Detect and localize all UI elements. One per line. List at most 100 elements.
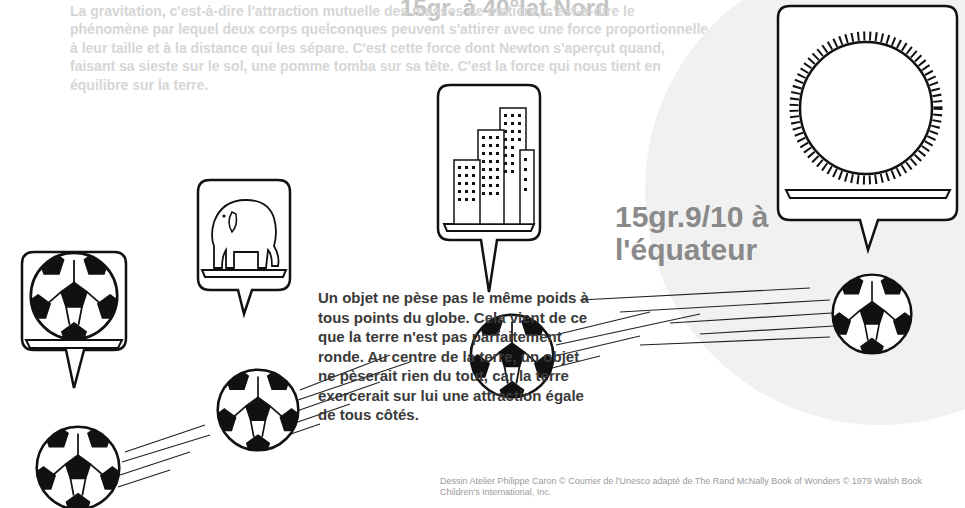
drawing-part	[212, 200, 279, 268]
drawing-part	[670, 313, 832, 323]
drawing-part	[496, 192, 499, 195]
drawing-part	[496, 144, 499, 147]
drawing-part	[444, 224, 534, 231]
drawing-part	[482, 176, 485, 179]
drawing-part	[489, 144, 492, 147]
ball-bubble	[22, 251, 126, 388]
drawing-part	[786, 190, 950, 198]
drawing-part	[640, 337, 830, 345]
drawing-part	[482, 168, 485, 171]
drawing-part	[472, 166, 475, 169]
drawing-part	[700, 326, 834, 334]
drawing-part	[26, 340, 122, 348]
drawing-part	[496, 184, 499, 187]
drawing-part	[518, 138, 521, 141]
drawing-part	[489, 152, 492, 155]
drawing-part	[489, 168, 492, 171]
drawing-part	[118, 470, 170, 487]
drawing-part	[465, 198, 468, 201]
drawing-part	[504, 114, 507, 117]
body-paragraph: Un objet ne pèse pas le même poids à tou…	[318, 288, 590, 425]
drawing-part	[496, 176, 499, 179]
drawing-part	[472, 190, 475, 193]
drawing-part	[511, 146, 514, 149]
drawing-part	[620, 300, 830, 312]
drawing-part	[465, 166, 468, 169]
drawing-part	[511, 162, 514, 165]
drawing-part	[794, 36, 938, 180]
drawing-part	[26, 251, 122, 346]
drawing-part	[465, 190, 468, 193]
drawing-part	[458, 190, 461, 193]
drawing-part	[489, 184, 492, 187]
soccer-ball	[828, 273, 915, 359]
drawing-part	[504, 170, 507, 173]
drawing-part	[524, 158, 527, 161]
drawing-part	[482, 152, 485, 155]
drawing-part	[482, 144, 485, 147]
drawing-part	[511, 122, 514, 125]
drawing-part	[489, 136, 492, 139]
drawing-part	[511, 154, 514, 157]
drawing-part	[518, 114, 521, 117]
drawing-part	[489, 160, 492, 163]
drawing-part	[458, 182, 461, 185]
drawing-part	[465, 182, 468, 185]
drawing-part	[489, 192, 492, 195]
drawing-part	[472, 198, 475, 201]
drawing-part	[524, 178, 527, 181]
drawing-part	[511, 170, 514, 173]
drawing-part	[524, 168, 527, 171]
drawing-part	[496, 160, 499, 163]
speed-lines	[118, 288, 834, 487]
drawing-part	[22, 252, 126, 388]
drawing-part	[458, 114, 527, 201]
drawing-part	[504, 146, 507, 149]
drawing-part	[465, 174, 468, 177]
drawing-part	[120, 452, 190, 475]
drawing-part	[496, 136, 499, 139]
drawing-part	[454, 160, 480, 224]
drawing-part	[511, 130, 514, 133]
drawing-part	[472, 182, 475, 185]
drawing-part	[496, 152, 499, 155]
drawing-part	[504, 130, 507, 133]
drawing-part	[489, 176, 492, 179]
drawing-part	[518, 122, 521, 125]
drawing-part	[202, 270, 286, 277]
background-text: La gravitation, c'est-à-dire l'attractio…	[70, 2, 710, 94]
drawing-part	[482, 184, 485, 187]
drawing-part	[122, 435, 210, 462]
credit-line: Dessin Atelier Philippe Caron © Courrier…	[440, 476, 960, 499]
drawing-part	[458, 174, 461, 177]
drawing-part	[438, 85, 540, 292]
drawing-part	[222, 214, 225, 217]
drawing-part	[524, 188, 527, 191]
drawing-part	[125, 425, 205, 452]
drawing-part	[198, 180, 290, 314]
drawing-part	[482, 192, 485, 195]
drawing-part	[482, 160, 485, 163]
drawing-part	[511, 138, 514, 141]
drawing-part	[458, 166, 461, 169]
drawing-part	[472, 174, 475, 177]
drawing-part	[800, 42, 932, 174]
drawing-part	[229, 212, 237, 232]
drawing-part	[482, 136, 485, 139]
drawing-part	[496, 168, 499, 171]
drawing-part	[580, 288, 810, 300]
drawing-part	[518, 130, 521, 133]
drawing-part	[504, 138, 507, 141]
weight-note: 15gr.9/10 à l'équateur	[615, 200, 790, 266]
drawing-part	[458, 198, 461, 201]
soccer-ball	[213, 368, 303, 456]
drawing-part	[778, 6, 957, 250]
drawing-part	[504, 122, 507, 125]
buildings-bubble	[438, 85, 540, 292]
drawing-part	[511, 114, 514, 117]
drawing-part	[504, 162, 507, 165]
drawing-part	[504, 154, 507, 157]
soccer-ball	[32, 425, 124, 508]
